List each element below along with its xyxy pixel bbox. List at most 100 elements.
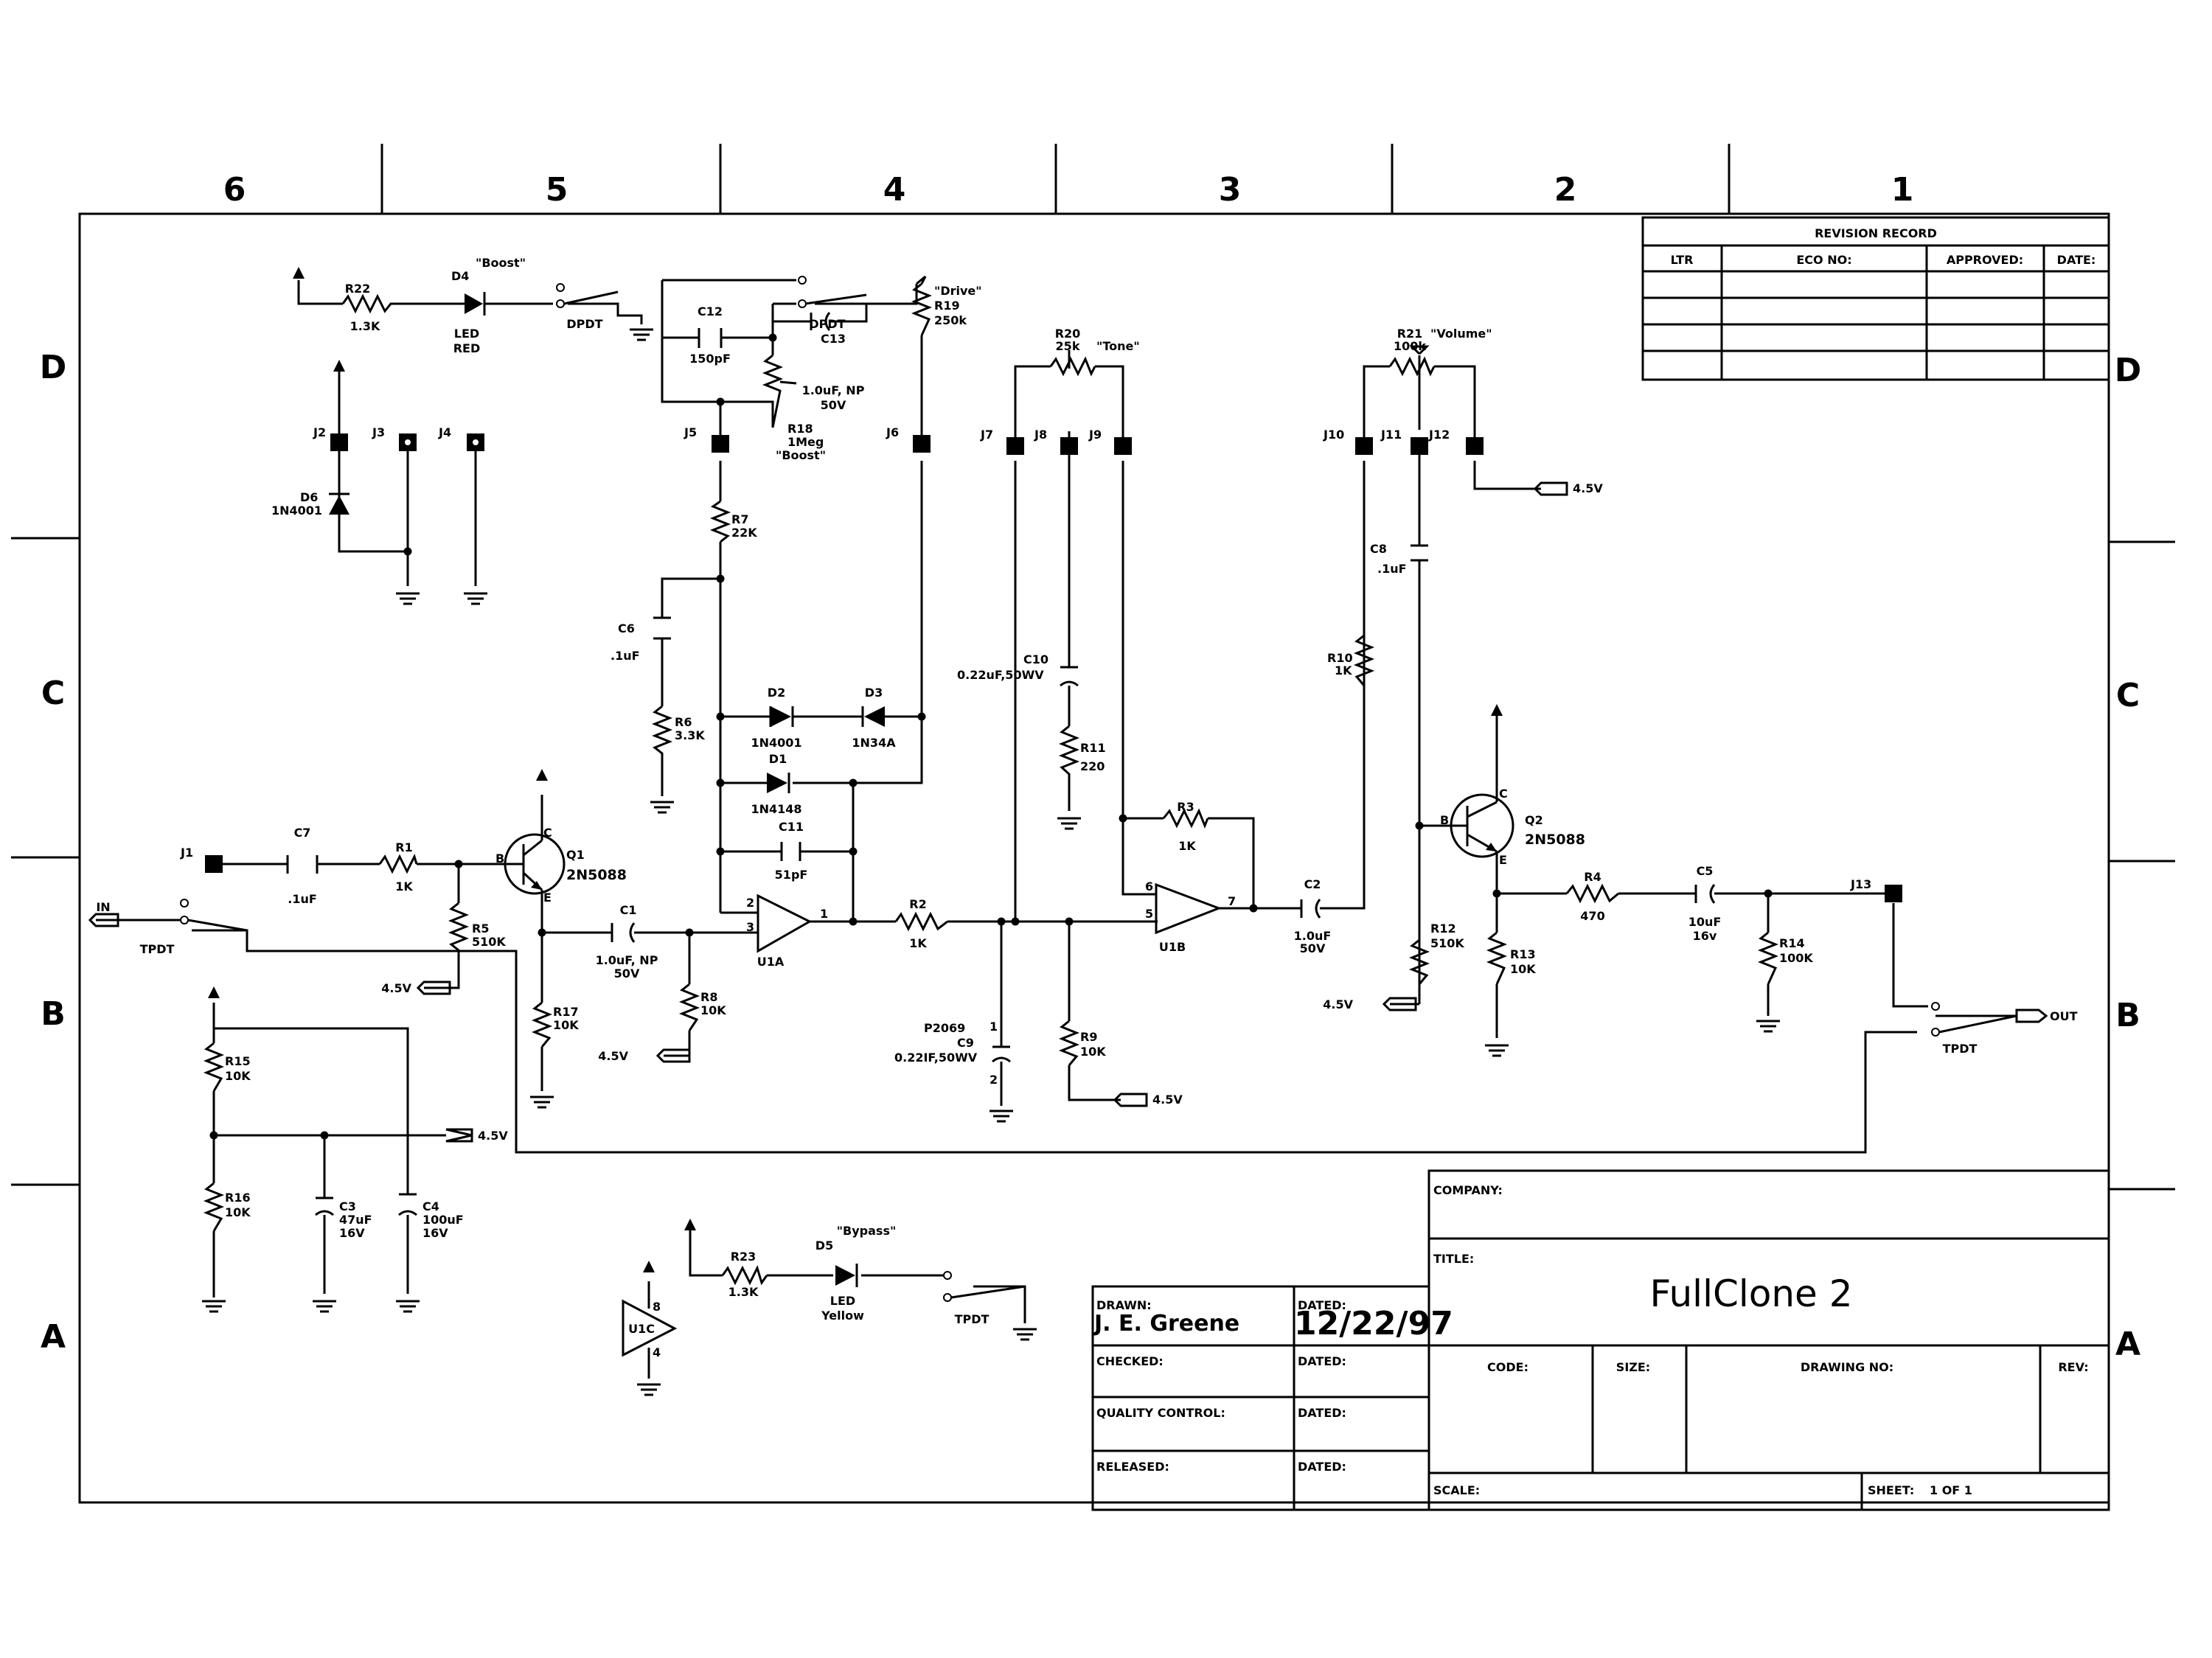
capacitor-c10 xyxy=(1060,666,1079,687)
tpdt-in-label: TPDT xyxy=(140,942,175,956)
led-d4 xyxy=(465,292,501,316)
port-out xyxy=(2015,1009,2048,1023)
pin-u1b-6: 6 xyxy=(1145,879,1153,894)
port-in-label: IN xyxy=(96,900,110,914)
d3-ref: D3 xyxy=(865,686,883,700)
resistor-r13 xyxy=(1486,931,1508,985)
c7-ref: C7 xyxy=(294,826,311,840)
pin-u1c-4: 4 xyxy=(653,1345,661,1359)
r17-ref: R17 xyxy=(553,1005,579,1019)
d2-value: 1N4001 xyxy=(751,736,801,750)
zone-row-b-right: B xyxy=(2115,997,2140,1034)
zone-col-4: 4 xyxy=(883,171,906,209)
title-block: COMPANY: TITLE: FullClone 2 CODE: SIZE: … xyxy=(1091,1169,2110,1511)
q1-pin-c: C xyxy=(543,826,552,840)
switch-out-tpdt xyxy=(1931,1002,2017,1037)
r6-value: 3.3K xyxy=(675,728,705,742)
j4-label: J4 xyxy=(438,425,451,439)
switch-in-tpdt xyxy=(180,899,248,932)
r18-name: "Boost" xyxy=(776,448,826,462)
r6-ref: R6 xyxy=(675,715,692,729)
d2-ref: D2 xyxy=(768,686,785,700)
diode-d3 xyxy=(861,706,885,727)
c9-value: 0.22IF,50WV xyxy=(894,1051,978,1065)
v45-r5: 4.5V xyxy=(381,981,411,995)
q1-ref: Q1 xyxy=(566,848,585,862)
r19-ref: R19 xyxy=(934,299,960,313)
diode-d2 xyxy=(769,706,794,727)
r12-value: 510K xyxy=(1430,936,1464,950)
drawn-date: 12/22/97 xyxy=(1294,1305,1453,1342)
resistor-r22 xyxy=(341,293,402,314)
j13-label: J13 xyxy=(1850,877,1871,891)
r13-ref: R13 xyxy=(1510,947,1536,961)
d1-ref: D1 xyxy=(769,752,787,766)
resistor-r14 xyxy=(1757,931,1779,985)
pot-r20 xyxy=(1049,356,1096,377)
dpdt1-label: DPDT xyxy=(566,317,602,331)
pin-u1c-8: 8 xyxy=(653,1300,661,1314)
c9-ref: C9 xyxy=(957,1036,974,1050)
zone-row-b-left: B xyxy=(41,995,66,1033)
r21-ref: R21 xyxy=(1397,327,1423,341)
company-label: COMPANY: xyxy=(1433,1183,1503,1197)
j2-label: J2 xyxy=(313,425,326,439)
capacitor-c12 xyxy=(698,328,723,348)
v45-r12: 4.5V xyxy=(1323,997,1353,1011)
j3-label: J3 xyxy=(372,425,385,439)
v45-j12: 4.5V xyxy=(1573,481,1603,495)
r1-ref: R1 xyxy=(395,840,412,854)
capacitor-c6 xyxy=(653,616,671,640)
sheet-value: 1 OF 1 xyxy=(1930,1483,1972,1497)
qc-dated-label: DATED: xyxy=(1298,1406,1346,1420)
j7-label: J7 xyxy=(980,428,993,442)
diode-d6 xyxy=(329,492,349,515)
zone-row-c-right: C xyxy=(2116,677,2140,714)
j10-label: J10 xyxy=(1323,428,1344,442)
zone-col-2: 2 xyxy=(1554,171,1577,209)
drawing-no-label: DRAWING NO: xyxy=(1801,1360,1893,1374)
j5-label: J5 xyxy=(684,425,697,439)
capacitor-c11 xyxy=(780,842,801,861)
zone-row-d-right: D xyxy=(2115,352,2142,389)
u1a-ref: U1A xyxy=(757,955,785,969)
c11-ref: C11 xyxy=(779,820,804,834)
q2-pin-e: E xyxy=(1499,853,1507,867)
resistor-r4 xyxy=(1565,883,1619,904)
v45-supply: 4.5V xyxy=(478,1129,508,1143)
q2-ref: Q2 xyxy=(1525,813,1543,827)
c7-value: .1uF xyxy=(288,892,317,906)
pin-u1a-1: 1 xyxy=(820,907,828,921)
led-d5 xyxy=(835,1264,858,1287)
port-4v5-supply xyxy=(445,1128,473,1143)
v45-r9: 4.5V xyxy=(1152,1093,1183,1107)
r9-ref: R9 xyxy=(1080,1030,1097,1044)
zone-row-c-left: C xyxy=(41,675,65,712)
r17-value: 10K xyxy=(553,1018,579,1032)
checked-label: CHECKED: xyxy=(1096,1354,1164,1368)
d4-ref: D4 xyxy=(451,269,469,283)
c13-ref: C13 xyxy=(821,332,846,346)
c8-value: .1uF xyxy=(1377,562,1407,576)
released-label: RELEASED: xyxy=(1096,1460,1169,1474)
r13-value: 10K xyxy=(1510,962,1536,976)
c4-value: 100uF xyxy=(422,1213,464,1227)
u1c-ref: U1C xyxy=(628,1322,655,1336)
d4-line1: LED xyxy=(454,327,479,341)
d5-line1: LED xyxy=(830,1294,855,1308)
c5-ref: C5 xyxy=(1697,864,1714,878)
r14-value: 100K xyxy=(1779,951,1813,965)
revision-record-table: REVISION RECORD LTR ECO NO: APPROVED: DA… xyxy=(1641,216,2110,381)
resistor-r16 xyxy=(203,1182,225,1232)
port-4v5-r12 xyxy=(1382,997,1417,1011)
tpdt-bypass-label: TPDT xyxy=(955,1312,990,1326)
r15-ref: R15 xyxy=(225,1054,251,1068)
resistor-r8 xyxy=(678,983,700,1031)
zone-col-3: 3 xyxy=(1219,171,1242,209)
opamp-u1c xyxy=(622,1299,678,1357)
checked-dated-label: DATED: xyxy=(1298,1354,1346,1368)
r16-ref: R16 xyxy=(225,1191,251,1205)
diode-d1 xyxy=(767,773,790,793)
r11-ref: R11 xyxy=(1080,741,1106,755)
